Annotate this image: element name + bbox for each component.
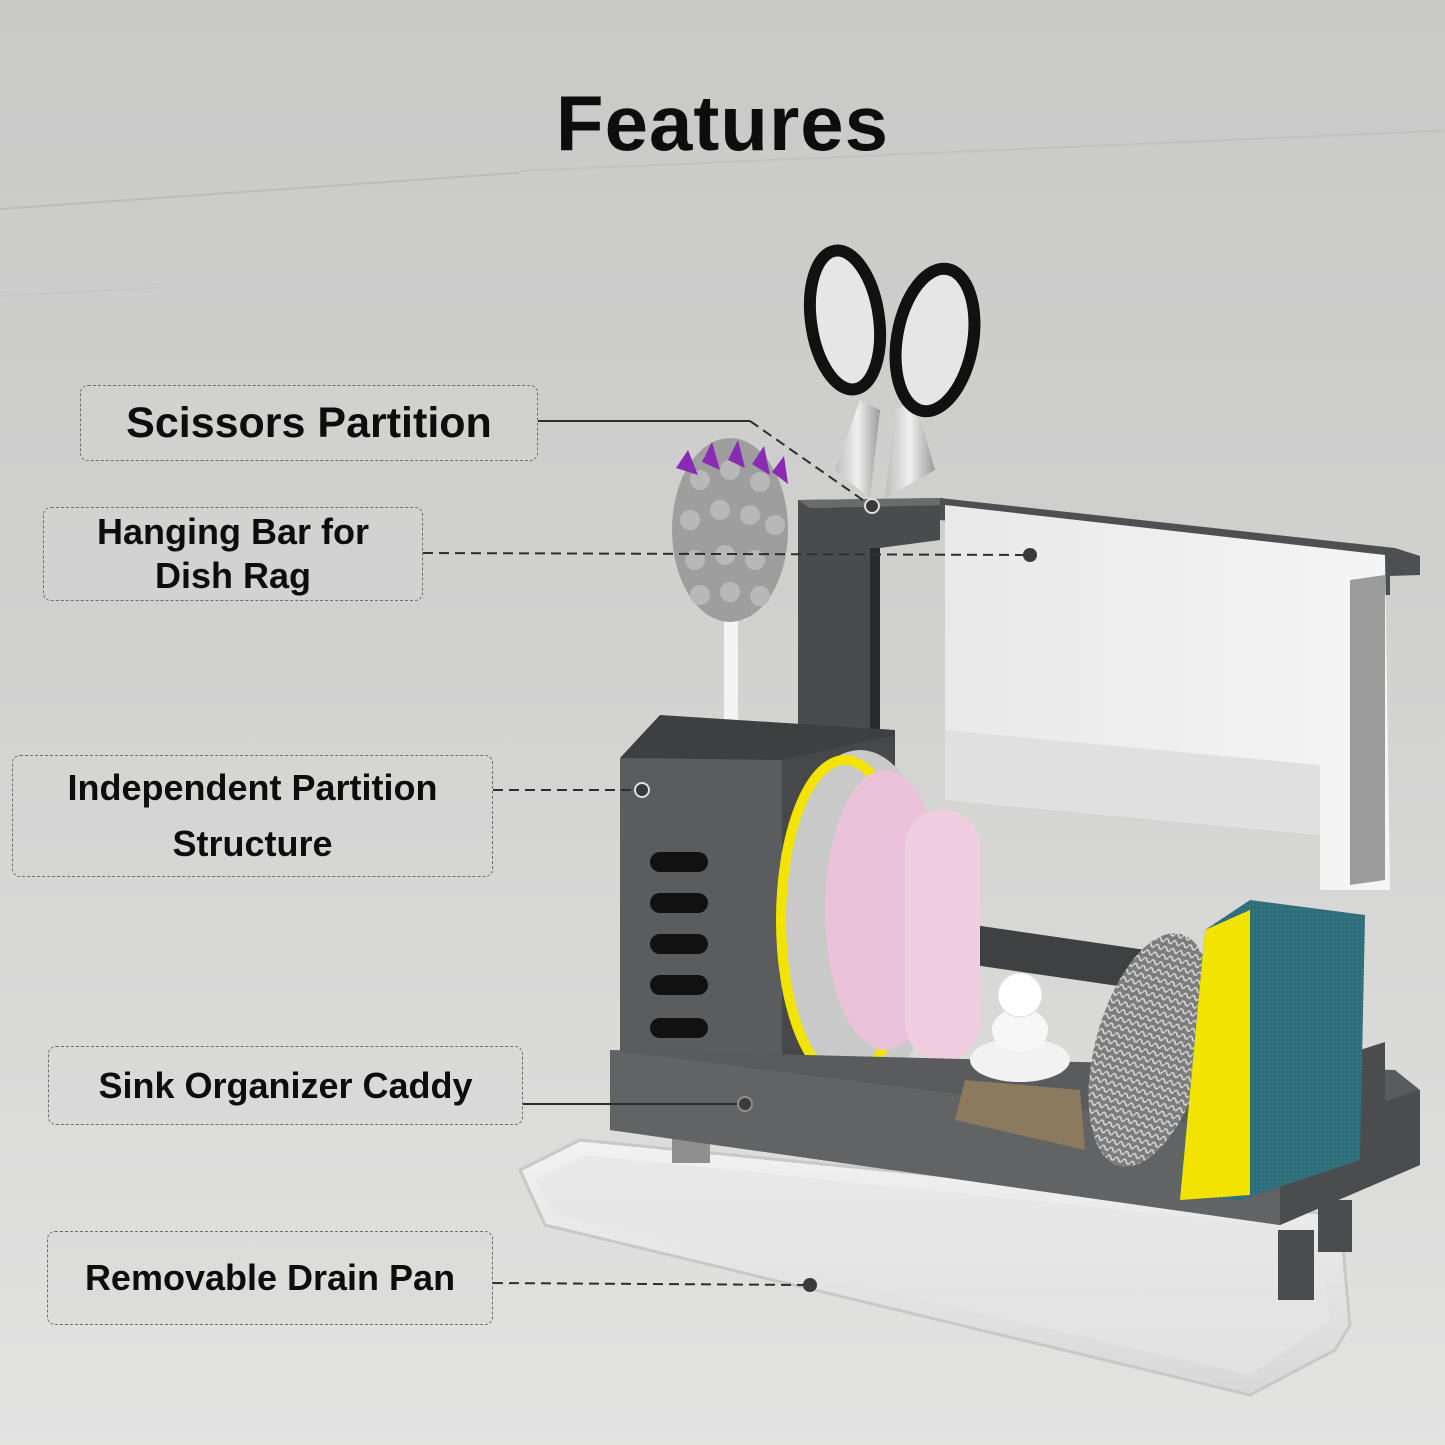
drain-pan-dot: [803, 1278, 817, 1292]
brush-holder-dot: [634, 782, 650, 798]
caddy-leg: [1278, 1230, 1314, 1300]
feature-label-independent-partition: Independent Partition Structure: [12, 755, 493, 877]
feature-label-hanging-bar: Hanging Bar for Dish Rag: [43, 507, 423, 601]
bottle-brush: [672, 438, 788, 750]
feature-label-scissors-partition: Scissors Partition: [80, 385, 538, 461]
feature-label-text: Hanging Bar for: [96, 511, 369, 553]
caddy-dot: [737, 1096, 753, 1112]
feature-label-text: Removable Drain Pan: [84, 1257, 456, 1299]
pot-brush: [955, 972, 1085, 1150]
sponge: [1180, 900, 1365, 1200]
feature-label-sink-organizer-caddy: Sink Organizer Caddy: [48, 1046, 523, 1125]
dish-scrubber: [776, 750, 980, 1090]
dish-rag: [945, 505, 1390, 890]
caddy-leg: [1318, 1200, 1352, 1252]
feature-label-text: Dish Rag: [154, 555, 312, 596]
feature-label-text: Sink Organizer Caddy: [98, 1064, 473, 1106]
hanging-column: [798, 498, 955, 760]
feature-label-text: Independent Partition: [67, 767, 438, 809]
scissors-dot: [864, 498, 880, 514]
feature-label-removable-drain-pan: Removable Drain Pan: [47, 1231, 493, 1325]
callout-dots: [634, 498, 1037, 1292]
callout-lines: [422, 420, 1031, 1286]
feature-label-text: Scissors Partition: [126, 398, 492, 447]
feature-label-text: Structure: [172, 823, 333, 864]
scissors: [803, 244, 981, 498]
dish-rag-dot: [1023, 548, 1037, 562]
steel-scrubber: [1088, 933, 1212, 1167]
page-title: Features: [555, 79, 890, 168]
